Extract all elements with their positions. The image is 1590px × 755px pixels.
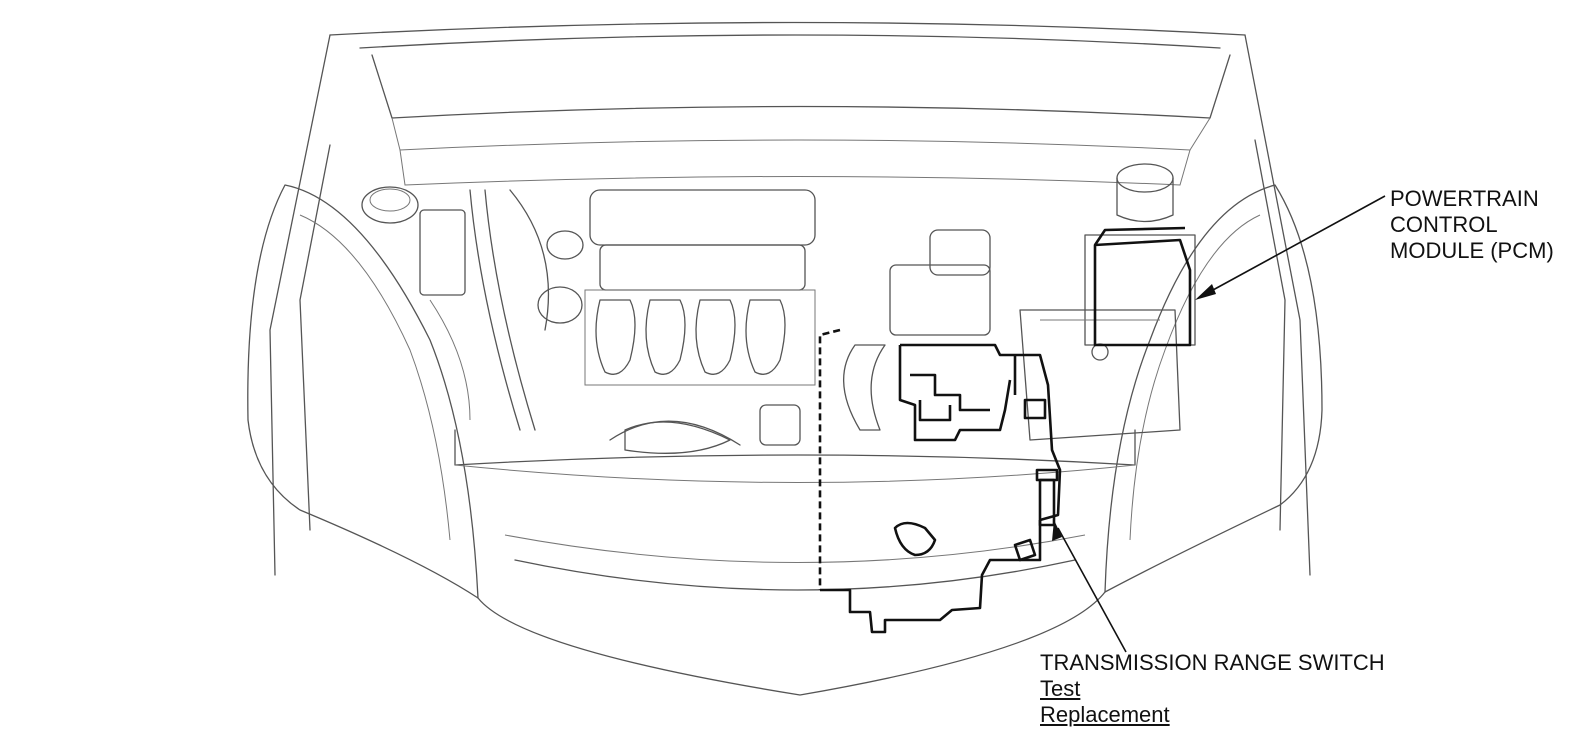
right-headlight (1104, 184, 1323, 593)
brake-reservoir (1116, 163, 1174, 223)
pcm-leader (1195, 195, 1386, 300)
battery (1019, 234, 1196, 441)
left-headlight (247, 184, 479, 599)
air-intake (609, 229, 991, 454)
transmission (818, 328, 1062, 634)
pcm-unit (1093, 226, 1192, 347)
pcm-callout-line-1: POWERTRAIN (1390, 186, 1539, 211)
trs-test-link[interactable]: Test (1040, 676, 1081, 701)
intake-manifold (537, 189, 816, 386)
hood (329, 21, 1246, 186)
trs-callout: TRANSMISSION RANGE SWITCH Test Replaceme… (1040, 650, 1385, 728)
body-outline (269, 34, 1311, 576)
radiator-cap (361, 186, 466, 296)
pcm-callout: POWERTRAIN CONTROL MODULE (PCM) (1390, 186, 1554, 264)
trs-replacement-link[interactable]: Replacement (1040, 702, 1170, 727)
trs-callout-title: TRANSMISSION RANGE SWITCH (1040, 650, 1385, 675)
front-bumper (454, 429, 1136, 696)
hoses (429, 189, 550, 431)
trs-leader (1052, 520, 1127, 653)
pcm-callout-line-3: MODULE (PCM) (1390, 238, 1554, 263)
pcm-callout-line-2: CONTROL (1390, 212, 1498, 237)
